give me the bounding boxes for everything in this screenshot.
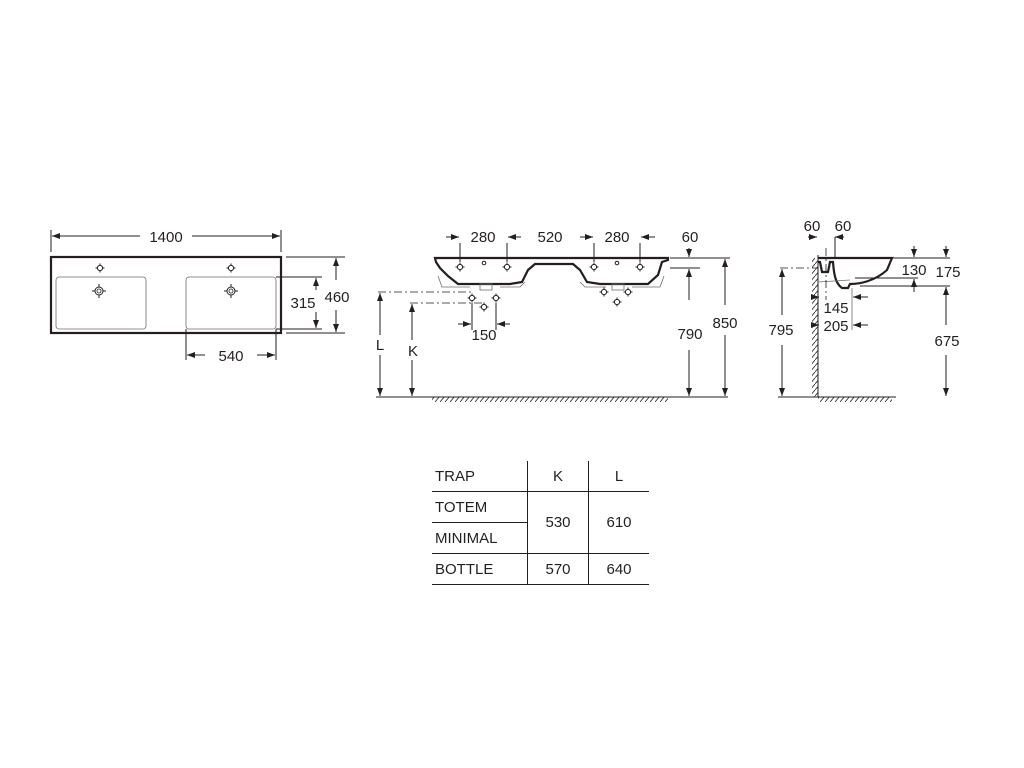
left-bowl [55, 276, 147, 330]
dim-rim-thickness: 60 [682, 229, 699, 246]
dim-tap-offset: 60 [835, 218, 852, 235]
waste-hole-icon [491, 293, 501, 303]
header-l: L [588, 461, 649, 492]
tap-hole-icon [226, 263, 236, 273]
dim-waste-offset-1: 145 [823, 300, 848, 317]
dim-basin-width: 540 [218, 348, 243, 365]
dim-height-top: 850 [712, 315, 737, 332]
front-view: 280 520 280 60 790 850 L K 150 [376, 229, 738, 402]
waste-hole-icon [599, 287, 609, 297]
dim-height-underside: 790 [677, 326, 702, 343]
row-minimal: MINIMAL [432, 522, 528, 554]
waste-hole-icon [479, 302, 489, 312]
dim-basin-depth: 315 [290, 295, 315, 312]
waste-hole-icon [623, 287, 633, 297]
tap-hole-icon [95, 263, 105, 273]
dim-tap-spacing: 520 [537, 229, 562, 246]
trap-table: TRAP K L TOTEM 530 610 MINIMAL BOTTLE 57… [432, 461, 649, 585]
label-l: L [376, 337, 384, 354]
dim-bracket-height: 795 [768, 322, 793, 339]
right-bowl [185, 276, 277, 330]
waste-hole-icon [612, 297, 622, 307]
dim-inner-depth: 130 [901, 262, 926, 279]
plan-view: 1400 460 315 540 [49, 229, 350, 365]
dim-tap-offset-right: 280 [604, 229, 629, 246]
waste-hole-icon [467, 293, 477, 303]
floor-hatch [432, 397, 668, 402]
cell-k-bottle: 570 [527, 553, 589, 585]
row-bottle: BOTTLE [432, 553, 528, 585]
dim-waste-spacing: 150 [471, 327, 496, 344]
dim-overall-depth: 460 [324, 289, 349, 306]
drain-icon [91, 283, 107, 299]
dim-underside-height: 675 [934, 333, 959, 350]
wall-hatch [812, 258, 818, 397]
header-trap: TRAP [432, 461, 528, 492]
dim-overall-width: 1400 [149, 229, 182, 246]
dim-overall-height: 175 [935, 264, 960, 281]
drain-icon [223, 283, 239, 299]
cell-k-totem-minimal: 530 [527, 491, 589, 554]
cell-l-bottle: 640 [588, 553, 649, 585]
dim-tap-offset-left: 280 [470, 229, 495, 246]
row-totem: TOTEM [432, 491, 528, 523]
basin-outline [49, 255, 283, 335]
side-view: 60 60 130 175 675 145 205 795 [768, 218, 961, 402]
cell-l-totem-minimal: 610 [588, 491, 649, 554]
label-k: K [408, 343, 418, 360]
dim-waste-offset-2: 205 [823, 318, 848, 335]
dim-wall-gap: 60 [804, 218, 821, 235]
header-k: K [527, 461, 589, 492]
